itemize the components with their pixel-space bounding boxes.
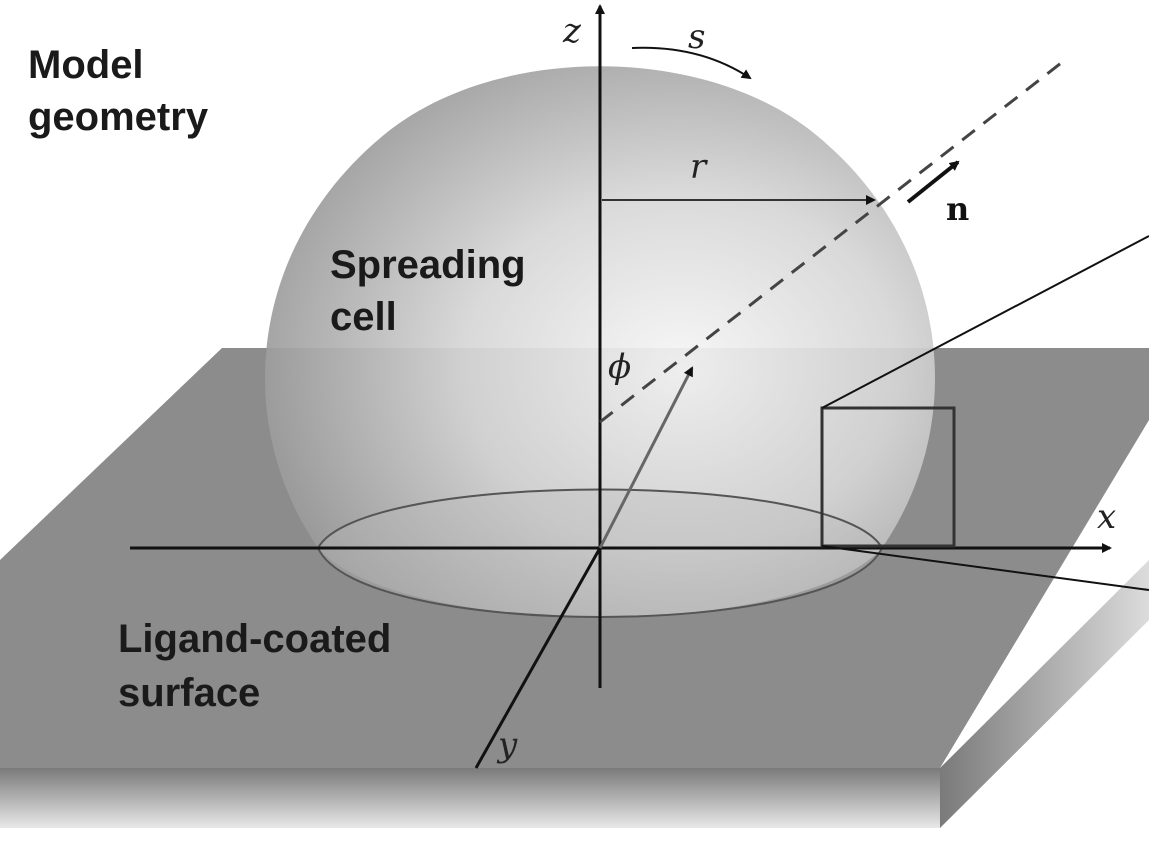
phi-vector: [598, 366, 694, 549]
zoom-inset: [820, 235, 1149, 591]
title-line-1: Model: [28, 43, 144, 87]
arc-length-arrow: [631, 46, 752, 80]
z-axis-label: z: [562, 11, 582, 51]
normal-label-n: n: [946, 190, 969, 228]
surface-side-edge: [940, 560, 1149, 828]
x-axis-label: x: [1097, 497, 1116, 537]
arc-length-label-s: s: [688, 17, 705, 57]
title-line-2: geometry: [28, 95, 209, 139]
radius-label-r: r: [690, 147, 708, 187]
labels: Model geometry Spreading cell Ligand-coa…: [28, 11, 1116, 765]
y-axis: [474, 547, 602, 769]
inset-leader-bottom: [821, 545, 1149, 591]
inset-leader-top: [821, 235, 1149, 409]
surface-front-edge: [0, 768, 940, 828]
axes: [130, 4, 1112, 769]
normal-vector-n: [906, 160, 960, 204]
normal-construction: [598, 46, 1066, 549]
inset-box: [820, 406, 956, 548]
y-axis-label: y: [496, 725, 518, 765]
cell-label-line-2: cell: [330, 295, 397, 339]
angle-label-phi: ϕ: [608, 347, 631, 387]
cell-label-line-1: Spreading: [330, 243, 526, 287]
normal-dashed-line: [599, 58, 1066, 424]
surface-label-line-2: surface: [118, 671, 260, 715]
surface-label-line-1: Ligand-coated: [118, 617, 391, 661]
